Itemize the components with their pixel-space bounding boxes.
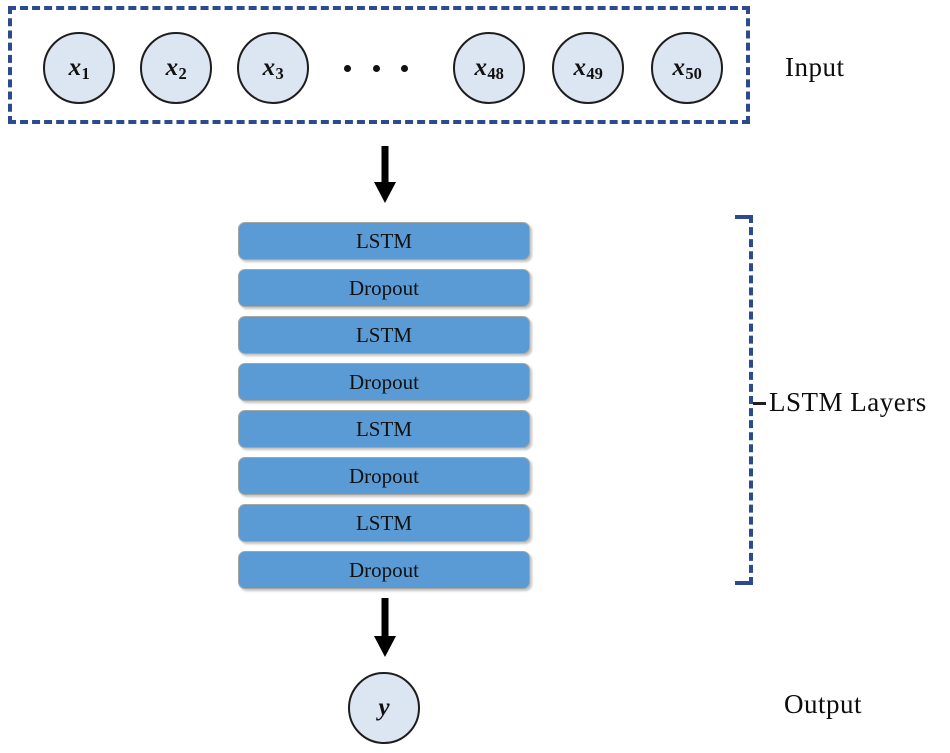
output-node-y[interactable]: y <box>348 672 420 744</box>
arrow-layers-to-output-icon <box>374 598 396 657</box>
layer-block-dropout-4[interactable]: Dropout <box>238 551 530 589</box>
input-node-x50[interactable]: x50 <box>651 32 723 104</box>
output-section-label: Output <box>784 689 863 719</box>
input-node-x1[interactable]: x1 <box>43 32 115 104</box>
input-node-x3-label: x3 <box>262 53 284 84</box>
input-section-label: Input <box>785 52 845 82</box>
input-node-x49[interactable]: x49 <box>552 32 624 104</box>
layer-block-label: Dropout <box>349 275 419 300</box>
output-node-y-label: y <box>378 693 390 721</box>
bracket-stem <box>749 215 753 585</box>
ellipsis-dot <box>401 64 408 72</box>
ellipsis-dot <box>344 64 351 72</box>
bracket-bottom-tick <box>735 581 750 585</box>
layer-block-dropout-1[interactable]: Dropout <box>238 269 530 307</box>
lstm-layer-stack: LSTM Dropout LSTM Dropout LSTM Dropout L… <box>238 222 530 598</box>
layer-block-label: Dropout <box>349 369 419 394</box>
layer-block-label: LSTM <box>355 228 412 253</box>
input-node-x50-label: x50 <box>672 53 702 84</box>
layer-block-lstm-1[interactable]: LSTM <box>238 222 530 260</box>
input-node-x49-label: x49 <box>573 53 603 84</box>
layer-block-lstm-2[interactable]: LSTM <box>238 316 530 354</box>
layer-block-lstm-4[interactable]: LSTM <box>238 504 530 542</box>
input-node-x2-label: x2 <box>165 53 187 84</box>
bracket-label-connector <box>753 402 766 405</box>
lstm-layers-section-label: LSTM Layers <box>769 387 927 417</box>
layer-block-lstm-3[interactable]: LSTM <box>238 410 530 448</box>
input-node-x48-label: x48 <box>474 53 504 84</box>
input-node-x2[interactable]: x2 <box>140 32 212 104</box>
ellipsis-dot <box>372 64 380 72</box>
input-node-x1-label: x1 <box>68 53 90 84</box>
layer-block-label: LSTM <box>355 322 412 347</box>
lstm-layers-bracket <box>735 215 753 585</box>
input-ellipsis <box>344 52 408 84</box>
layer-block-label: LSTM <box>355 416 412 441</box>
input-node-x3[interactable]: x3 <box>237 32 309 104</box>
layer-block-dropout-3[interactable]: Dropout <box>238 457 530 495</box>
layer-block-label: Dropout <box>349 463 419 488</box>
input-group-box <box>8 6 750 124</box>
input-node-x48[interactable]: x48 <box>453 32 525 104</box>
layer-block-label: LSTM <box>355 510 412 535</box>
bracket-top-tick <box>735 215 750 219</box>
layer-block-label: Dropout <box>349 557 419 582</box>
arrow-input-to-layers-icon <box>374 146 396 203</box>
layer-block-dropout-2[interactable]: Dropout <box>238 363 530 401</box>
